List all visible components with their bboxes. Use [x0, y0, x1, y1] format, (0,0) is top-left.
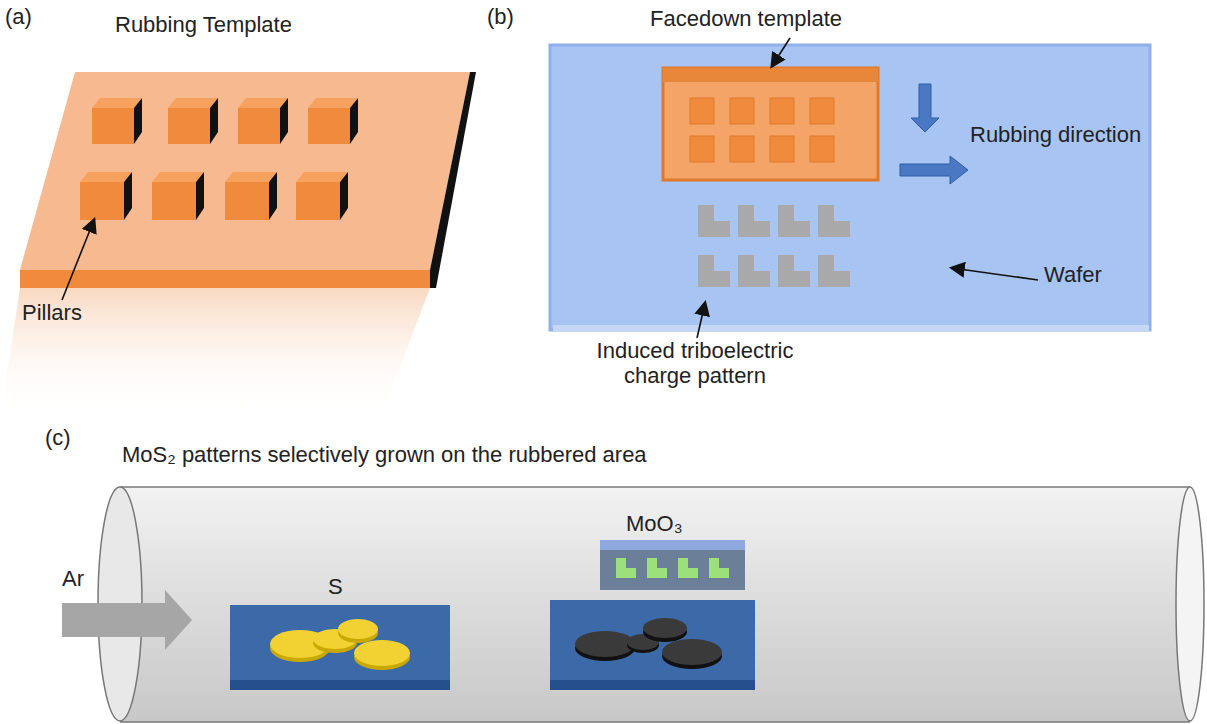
- leader-line: [772, 38, 790, 66]
- facedown-template: [663, 68, 878, 180]
- plate-front: [20, 270, 430, 288]
- gas-flow-arrow: [62, 590, 192, 650]
- panel-letter: (c): [45, 425, 71, 450]
- part-label: Wafer: [1044, 262, 1102, 287]
- sulfur-boat: [230, 605, 450, 680]
- gas-label: Ar: [62, 566, 84, 591]
- panel-title: MoS₂ patterns selectively grown on the r…: [122, 442, 647, 467]
- rubbing-arrow-down: [911, 84, 939, 132]
- mos2-pattern: [616, 558, 729, 578]
- panel-letter: (a): [5, 4, 32, 29]
- reflection: [0, 288, 430, 420]
- leader-line: [952, 268, 1038, 280]
- source-label: S: [328, 574, 343, 599]
- part-label: Pillars: [22, 300, 82, 325]
- substrate: [600, 540, 745, 590]
- panel-letter: (b): [487, 4, 514, 29]
- furnace-tube: [120, 487, 1190, 722]
- moo3-powder: [575, 618, 722, 669]
- leader-line: [697, 303, 705, 338]
- template-plate: [20, 72, 470, 270]
- part-label: Rubbing direction: [970, 122, 1141, 147]
- panel-title: Rubbing Template: [115, 12, 292, 37]
- wafer: [550, 45, 1150, 330]
- pillars: [80, 98, 358, 220]
- source-label: MoO₃: [626, 511, 683, 536]
- charge-pattern: [698, 205, 850, 287]
- rubbing-arrow-right: [900, 156, 968, 184]
- leader-line: [62, 220, 94, 300]
- sulfur-powder: [270, 619, 410, 670]
- moo3-boat: [550, 600, 755, 680]
- part-label: Induced triboelectric charge pattern: [560, 338, 830, 389]
- tube-end: [1176, 487, 1204, 721]
- plate-side: [430, 72, 476, 288]
- wafer-edge: [553, 325, 1149, 331]
- part-label: Facedown template: [650, 6, 842, 31]
- template-pillars: [690, 98, 834, 162]
- template-edge: [663, 68, 878, 82]
